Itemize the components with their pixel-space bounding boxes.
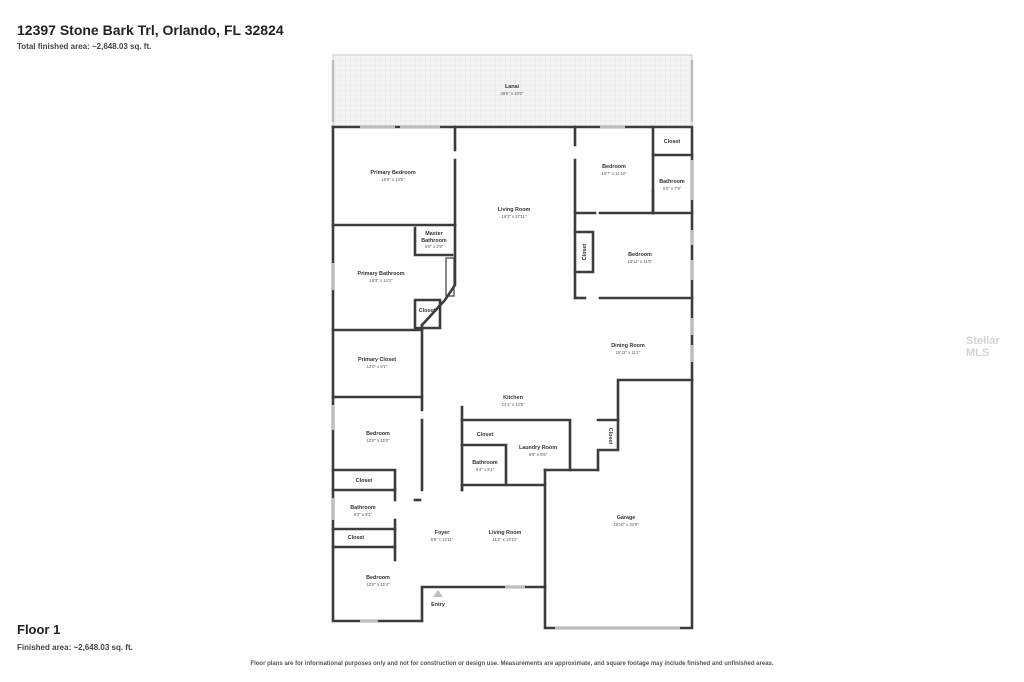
room-kitchen-dim: 21'1" x 12'9"	[502, 402, 525, 407]
room-primary-closet-name: Primary Closet	[358, 357, 396, 363]
property-address: 12397 Stone Bark Trl, Orlando, FL 32824	[17, 22, 284, 38]
room-bathroom-ne-name: Bathroom	[659, 179, 685, 185]
windows	[331, 125, 694, 630]
room-closet-garage-name: Closet	[607, 428, 613, 445]
room-bathroom-ne-dim: 5'0" x 7'9"	[663, 186, 682, 191]
room-dining-room-name: Dining Room	[611, 343, 645, 349]
room-closet-w1-name: Closet	[356, 478, 373, 484]
room-bedroom-w2-dim: 12'0" x 12'4"	[367, 582, 390, 587]
room-closet-ne-name: Closet	[664, 139, 681, 145]
room-bedroom-w2-name: Bedroom	[366, 575, 390, 581]
interior-walls	[331, 125, 694, 589]
room-laundry-room-dim: 8'9" x 8'6"	[529, 452, 548, 457]
room-living-room-main-name: Living Room	[498, 207, 531, 213]
room-bedroom-w1-name: Bedroom	[366, 431, 390, 437]
room-bedroom-w1-dim: 12'0" x 12'0"	[367, 438, 390, 443]
room-labels: Lanai 49'9" x 10'0" Primary Bedroom 16'6…	[348, 84, 685, 608]
room-bedroom-ne-dim: 10'7" x 11'10"	[602, 171, 627, 176]
room-closet-w2-name: Closet	[348, 535, 365, 541]
room-bathroom-w-dim: 8'2" x 5'1"	[354, 512, 373, 517]
room-primary-bathroom-name: Primary Bathroom	[357, 271, 404, 277]
room-garage-name: Garage	[617, 515, 636, 521]
room-master-bathroom-name2: Bathroom	[421, 238, 447, 244]
room-living-room-main-dim: 16'3" x 27'11"	[502, 214, 527, 219]
room-master-bathroom-name: Master	[425, 231, 443, 237]
room-lanai-name: Lanai	[505, 84, 520, 90]
outer-walls	[331, 125, 694, 630]
room-entry-name: Entry	[431, 602, 445, 608]
room-primary-bathroom-dim: 15'3" x 14'2"	[370, 278, 393, 283]
total-area-label: Total finished area: ~2,648.03 sq. ft.	[17, 42, 152, 51]
room-master-bathroom-dim: 5'0" x 3'9"	[425, 244, 444, 249]
room-bathroom-mid-name: Bathroom	[472, 460, 498, 466]
room-dining-room-dim: 15'11" x 11'1"	[616, 350, 641, 355]
floor-finished-area: Finished area: ~2,648.03 sq. ft.	[17, 643, 133, 652]
room-garage-dim: 19'10" x 34'0"	[613, 522, 639, 527]
room-kitchen-name: Kitchen	[503, 395, 523, 401]
room-primary-bedroom-name: Primary Bedroom	[370, 170, 415, 176]
room-living-room-2-dim: 11'2" x 13'10"	[493, 537, 518, 542]
room-primary-bedroom-dim: 16'6" x 13'5"	[382, 177, 405, 182]
room-lanai-dim: 49'9" x 10'0"	[501, 91, 524, 96]
room-foyer-name: Foyer	[435, 530, 451, 536]
room-closet-east-name: Closet	[582, 244, 588, 261]
room-primary-closet-dim: 12'0" x 9'1"	[367, 364, 388, 369]
room-bedroom-ne-name: Bedroom	[602, 164, 626, 170]
room-bathroom-mid-dim: 5'4" x 5'1"	[476, 467, 495, 472]
room-bathroom-w-name: Bathroom	[350, 505, 376, 511]
room-laundry-room-name: Laundry Room	[519, 445, 557, 451]
room-foyer-dim: 5'8" x 13'11"	[431, 537, 454, 542]
room-closet-kitchen-name: Closet	[477, 432, 494, 438]
room-bedroom-east-dim: 15'11" x 11'6"	[628, 259, 653, 264]
room-bedroom-east-name: Bedroom	[628, 252, 652, 258]
room-closet-primary-name: Closet	[419, 308, 436, 314]
room-living-room-2-name: Living Room	[489, 530, 522, 536]
floor-title: Floor 1	[17, 622, 61, 637]
disclaimer-text: Floor plans are for informational purpos…	[250, 661, 774, 667]
entry-arrow-icon	[433, 590, 443, 597]
watermark-logo: Stellar MLS	[966, 335, 1000, 359]
